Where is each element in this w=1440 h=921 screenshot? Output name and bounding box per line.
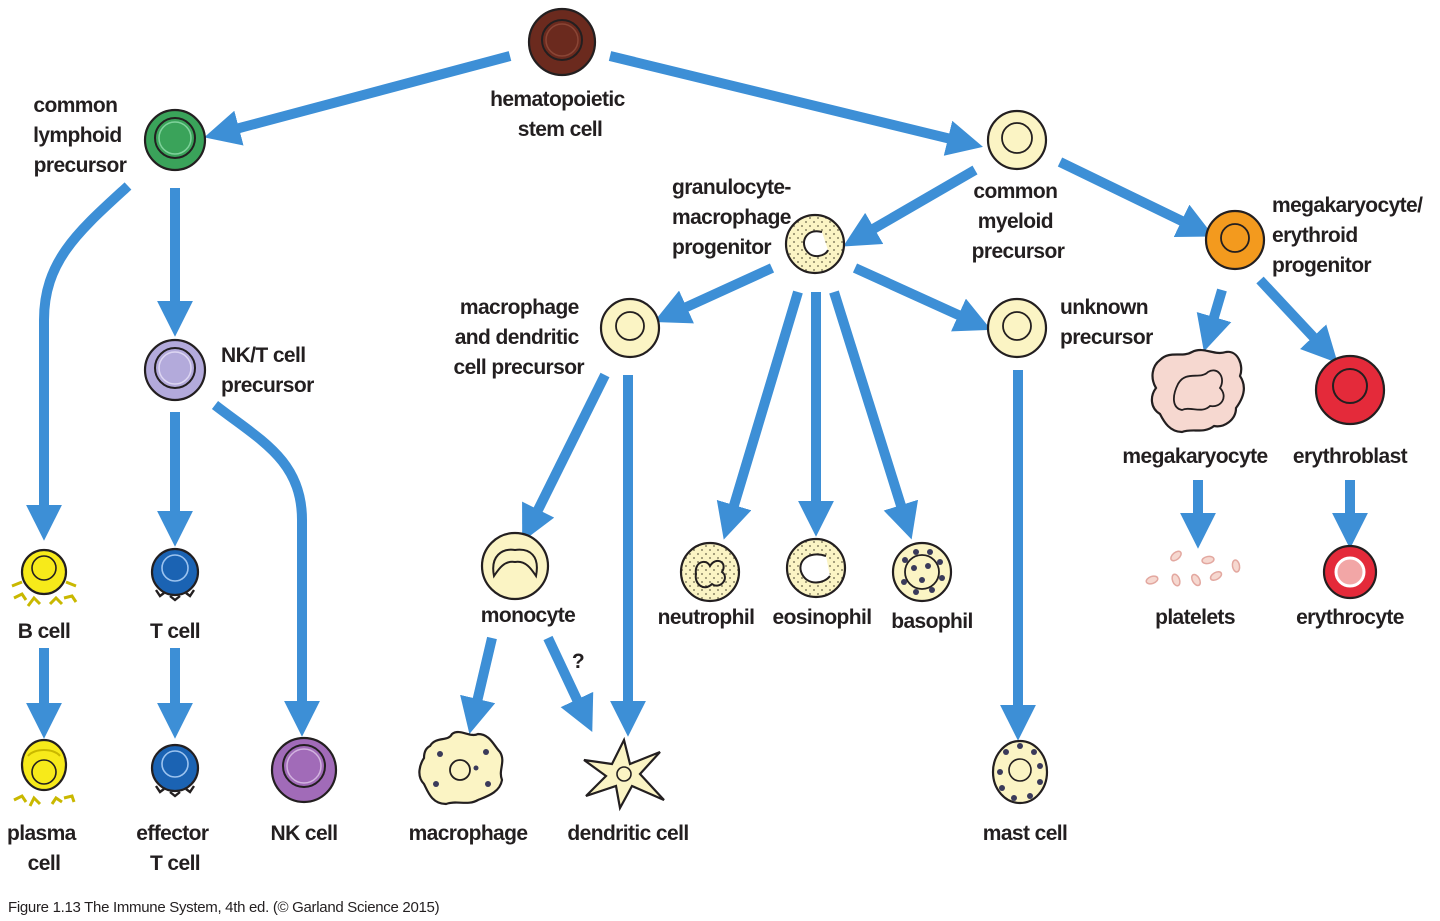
labels: hematopoietic stem cell common lymphoid …: [7, 88, 1428, 875]
label-erythrocyte: erythrocyte: [1296, 606, 1404, 629]
label-macrophage: macrophage: [409, 822, 528, 845]
label-monocyte: monocyte: [481, 604, 575, 627]
nk-t-cell-precursor: [143, 338, 207, 402]
label-hematopoietic-stem-cell: hematopoietic stem cell: [490, 88, 630, 141]
eosinophil-cell: [785, 537, 847, 599]
label-common-myeloid-precursor: common myeloid precursor: [972, 180, 1065, 263]
platelets-cells: [1145, 550, 1241, 587]
arrow-gmp-to-mdcp: [653, 263, 775, 324]
label-mast-cell: mast cell: [983, 822, 1068, 845]
label-macrophage-dendritic-precursor: macrophage and dendritic cell precursor: [454, 296, 585, 379]
erythroblast-cell: [1314, 354, 1386, 426]
effector-t-cell: [150, 743, 200, 798]
label-megakaryocyte: megakaryocyte: [1122, 445, 1267, 468]
neutrophil-cell: [679, 541, 741, 603]
granulocyte-macrophage-progenitor: [784, 213, 846, 275]
b-cell: [11, 548, 78, 607]
arrow-cmp-to-gmp: [843, 165, 978, 247]
arrow-mep-to-erythroblast: [1256, 276, 1338, 364]
arrow-gmp-to-neutrophil: [716, 290, 803, 540]
figure-caption: Figure 1.13 The Immune System, 4th ed. (…: [8, 899, 440, 916]
megakaryocyte-erythroid-progenitor: [1204, 209, 1266, 271]
basophil-cell: [891, 541, 953, 603]
common-lymphoid-precursor: [143, 108, 207, 172]
arrows: [26, 51, 1368, 741]
arrow-hsc-to-cmp: [608, 51, 983, 156]
plasma-cell: [13, 738, 76, 807]
nk-cell: [270, 736, 338, 804]
macrophage-cell: [418, 730, 504, 806]
label-t-cell: T cell: [150, 620, 200, 643]
arrow-monocyte-to-macrophage: [460, 636, 497, 735]
label-platelets: platelets: [1155, 606, 1235, 629]
label-neutrophil: neutrophil: [658, 606, 755, 629]
arrow-hsc-to-clp: [204, 51, 512, 146]
label-common-lymphoid-precursor: common lymphoid precursor: [33, 94, 127, 177]
label-plasma-cell: plasma cell: [7, 822, 81, 875]
mast-cell-shape: [991, 739, 1049, 805]
arrow-mdcp-to-monocyte: [522, 372, 610, 542]
label-megakaryocyte-erythroid-progenitor: megakaryocyte/ erythroid progenitor: [1272, 194, 1428, 277]
unknown-precursor: [986, 297, 1048, 359]
arrow-monocyte-to-dendritic: [543, 635, 594, 733]
megakaryocyte-cell: [1150, 348, 1245, 434]
label-nk-cell: NK cell: [271, 822, 338, 845]
label-erythroblast: erythroblast: [1293, 445, 1408, 468]
arrow-mep-to-megakaryocyte: [1196, 288, 1232, 352]
monocyte-cell: [480, 531, 550, 601]
label-effector-t-cell: effector T cell: [136, 822, 213, 875]
label-question-mark: ?: [572, 650, 584, 673]
label-b-cell: B cell: [18, 620, 70, 643]
label-basophil: basophil: [891, 610, 973, 633]
common-myeloid-precursor: [986, 109, 1048, 171]
cells: [11, 7, 1386, 812]
erythrocyte-cell: [1322, 544, 1378, 600]
dendritic-cell-shape: [583, 736, 665, 812]
label-nk-t-cell-precursor: NK/T cell precursor: [221, 344, 314, 397]
label-unknown-precursor: unknown precursor: [1060, 296, 1153, 349]
arrow-gmp-to-unknown: [852, 263, 992, 332]
label-dendritic-cell: dendritic cell: [567, 822, 688, 845]
t-cell: [150, 547, 200, 602]
arrow-gmp-to-basophil: [829, 290, 919, 540]
arrow-nkt-to-nkcell: [211, 401, 320, 737]
hematopoietic-stem-cell: [527, 7, 597, 77]
arrow-cmp-to-mep: [1057, 157, 1214, 238]
macrophage-dendritic-precursor: [599, 297, 661, 359]
arrow-clp-to-bcell: [26, 182, 132, 541]
label-eosinophil: eosinophil: [772, 606, 871, 629]
label-granulocyte-macrophage-progenitor: granulocyte- macrophage progenitor: [672, 176, 796, 259]
